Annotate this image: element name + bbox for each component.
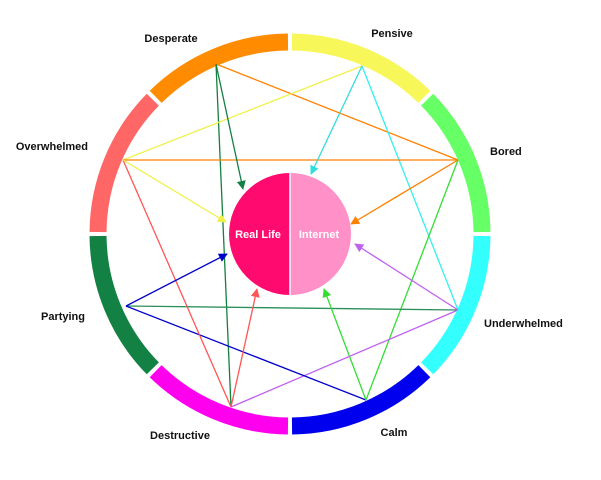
connection-desperate-bored	[215, 63, 459, 161]
ring-segment-underwhelmed	[421, 235, 491, 375]
connection-pensive-overwhelmed	[122, 65, 363, 161]
connection-underwhelmed-destructive	[230, 309, 459, 408]
ring-segment-overwhelmed	[89, 93, 159, 233]
real-life-label: Real Life	[235, 229, 281, 241]
internet-half	[290, 173, 351, 295]
label-pensive: Pensive	[371, 28, 413, 40]
ring-segment-bored	[421, 93, 491, 233]
arrow-destructive-to-real-life	[230, 288, 260, 408]
ring-segment-desperate	[149, 33, 289, 103]
label-underwhelmed: Underwhelmed	[484, 318, 563, 330]
arrow-underwhelmed-to-internet	[354, 243, 459, 311]
label-calm: Calm	[381, 427, 408, 439]
connection-desperate-destructive	[215, 63, 232, 408]
ring-segment-partying	[89, 235, 159, 375]
ring-segment-pensive	[291, 33, 431, 103]
arrow-pensive-to-internet	[310, 65, 363, 175]
connection-destructive-overwhelmed	[122, 159, 232, 408]
ring-segment-calm	[291, 365, 431, 435]
center-arrows	[122, 63, 459, 408]
center-circle: Real Life Internet	[229, 173, 351, 295]
connection-underwhelmed-partying	[125, 305, 459, 311]
arrow-calm-to-internet	[322, 288, 367, 401]
real-life-half	[229, 173, 290, 295]
arrow-overwhelmed-to-real-life	[122, 159, 227, 223]
label-overwhelmed: Overwhelmed	[16, 141, 88, 153]
arrow-desperate-to-real-life	[215, 63, 246, 190]
internet-label: Internet	[299, 229, 340, 241]
arrow-partying-to-real-life	[125, 253, 228, 307]
label-bored: Bored	[490, 146, 522, 158]
connection-calm-partying	[125, 305, 367, 401]
arrow-bored-to-internet	[350, 159, 459, 225]
label-partying: Partying	[41, 311, 85, 323]
ring-segment-destructive	[149, 365, 289, 435]
label-destructive: Destructive	[150, 430, 210, 442]
label-desperate: Desperate	[144, 33, 197, 45]
outer-ring	[89, 33, 491, 435]
